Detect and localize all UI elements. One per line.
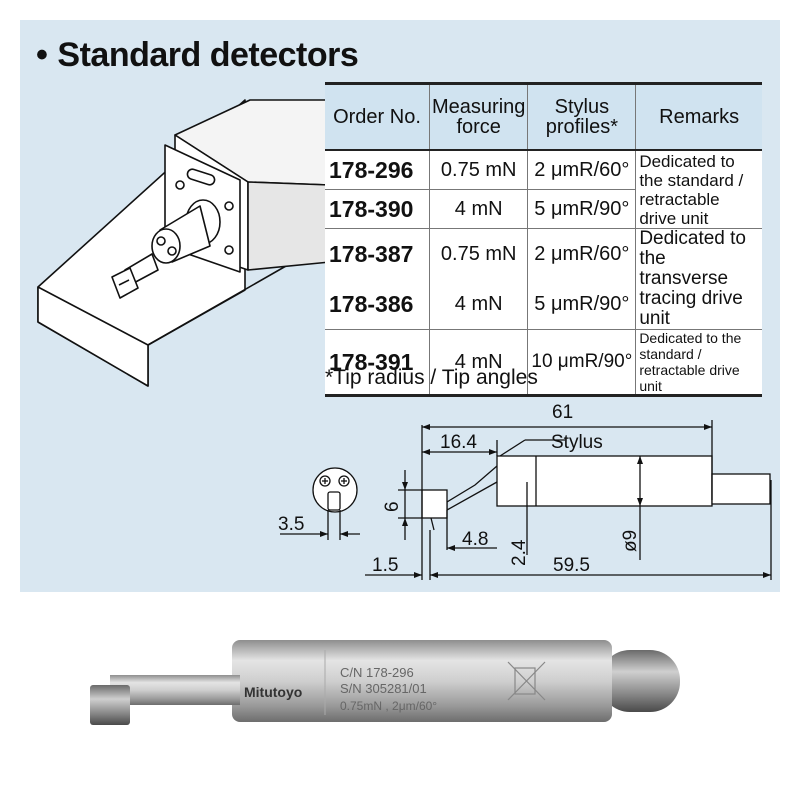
dim-total-length: 61 (552, 402, 573, 423)
table-row: 178-386 4 mN 5 μmR/90° (325, 279, 762, 330)
table-row: 178-387 0.75 mN 2 μmR/60° Dedicated to t… (325, 228, 762, 330)
col-stylus-line2: profiles* (545, 116, 618, 138)
force-cell: 0.75 mN (428, 228, 528, 279)
dim-width: 3.5 (278, 514, 304, 535)
order-no-cell: 178-386 (329, 290, 414, 317)
force-cell: 4 mN (428, 189, 528, 229)
dim-stylus-label: Stylus (551, 432, 603, 453)
dim-body-length: 59.5 (553, 555, 590, 576)
detector-photo: Mitutoyo C/N 178-296 S/N 305281/01 0.75m… (90, 640, 680, 725)
weee-icon (507, 661, 546, 701)
dimension-arrows (320, 424, 771, 578)
table-row: 178-390 4 mN 5 μmR/90° (325, 189, 762, 229)
dim-front-gap: 1.5 (372, 555, 398, 576)
dimension-drawing (280, 420, 772, 580)
photo-brand: Mitutoyo (244, 684, 302, 700)
dim-tip-offset: 16.4 (440, 432, 477, 453)
title-bullet: • (36, 36, 48, 74)
force-cell: 0.75 mN (428, 150, 528, 190)
table-row: 178-296 0.75 mN 2 μmR/60° Dedicated to t… (325, 150, 762, 229)
table-row: 178-391 4 mN 10 μmR/90° Dedicated to the… (325, 329, 762, 396)
order-no-cell: 178-296 (329, 156, 414, 183)
dim-tip-drop: 2.4 (509, 539, 530, 566)
force-cell: 4 mN (428, 279, 528, 330)
footnote: *Tip radius / Tip angles (325, 366, 538, 389)
remarks-cell: Dedicated to the transverse tracing driv… (635, 228, 762, 330)
col-force-line2: force (456, 116, 501, 138)
order-no-cell: 178-391 (329, 348, 414, 375)
order-no-cell: 178-390 (329, 195, 414, 222)
profile-cell: 5 μmR/90° (527, 189, 636, 229)
col-remarks: Remarks (635, 83, 762, 150)
order-no-cell: 178-387 (329, 240, 414, 267)
photo-cn: C/N 178-296 (340, 665, 414, 680)
title-text: Standard detectors (57, 36, 359, 74)
force-cell: 4 mN (428, 329, 528, 396)
photo-sn: S/N 305281/01 (340, 681, 427, 696)
dim-tip-width: 4.8 (462, 529, 488, 550)
col-order-no: Order No. (325, 83, 430, 150)
dim-diameter: ø9 (620, 530, 641, 552)
remarks-cell: Dedicated to the standard / retractable … (635, 150, 762, 229)
col-force-line1: Measuring (432, 96, 526, 118)
profile-cell: 2 μmR/60° (527, 228, 636, 279)
section-title: •Standard detectors (36, 36, 359, 75)
profile-cell: 5 μmR/90° (527, 279, 636, 330)
profile-cell: 2 μmR/60° (527, 150, 636, 190)
col-stylus-line1: Stylus (554, 96, 610, 118)
dim-height: 6 (382, 501, 403, 512)
photo-spec: 0.75mN , 2μm/60° (340, 699, 437, 713)
profile-cell: 10 μmR/90° (527, 329, 636, 396)
remarks-cell: Dedicated to the standard / retractable … (635, 329, 762, 396)
